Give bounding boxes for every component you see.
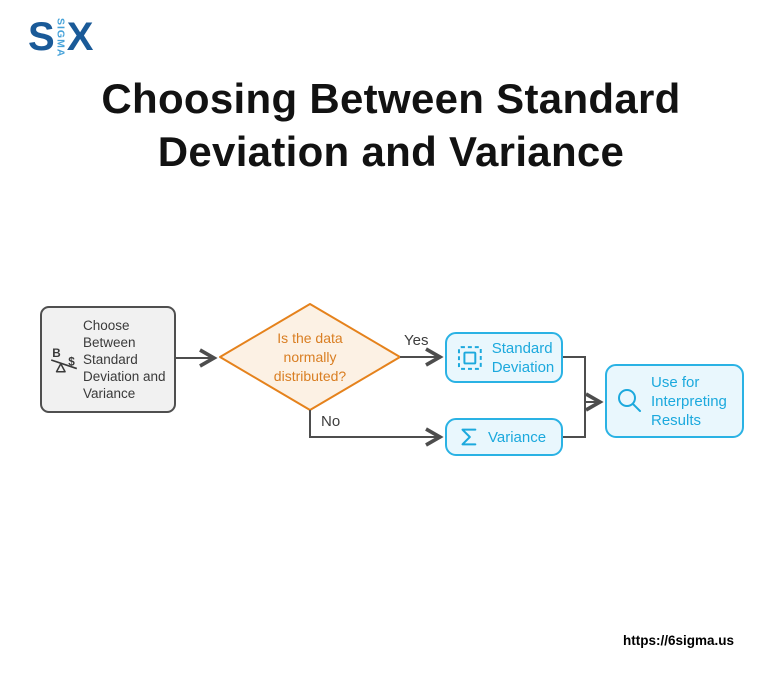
- six-sigma-logo: S SIGMA X: [28, 15, 94, 59]
- page-title-line-1: Choosing Between Standard: [101, 75, 681, 122]
- logo-letter-x: X: [66, 15, 94, 59]
- node-results-label: Use for Interpreting Results: [651, 373, 727, 429]
- sigma-icon: [461, 428, 477, 446]
- connector-merge-lines: [563, 356, 586, 438]
- page-title-line-2: Deviation and Variance: [157, 128, 625, 175]
- logo-letter-s: S: [28, 15, 55, 59]
- edge-label-no: No: [321, 413, 341, 430]
- node-variance-label: Variance: [488, 428, 547, 446]
- svg-text:B: B: [52, 346, 60, 359]
- magnifier-icon: [618, 389, 641, 412]
- site-url: https://6sigma.us: [622, 633, 734, 648]
- node-start: B $ Choose Between Standard Deviation an…: [40, 306, 176, 413]
- node-variance: Variance: [445, 418, 563, 456]
- logo-vertical-sigma-text: SIGMA: [54, 18, 67, 58]
- node-start-label: Choose Between Standard Deviation and Va…: [83, 318, 166, 401]
- page-title: Choosing Between Standard Deviation and …: [0, 72, 782, 178]
- node-standard-deviation-label: Standard Deviation: [491, 339, 555, 376]
- edge-label-yes: Yes: [404, 332, 429, 349]
- balance-seesaw-icon: B $: [50, 346, 78, 372]
- node-decision-label: Is the data normally distributed?: [273, 330, 347, 384]
- svg-text:$: $: [68, 355, 75, 368]
- dashed-square-icon: [457, 345, 482, 370]
- node-standard-deviation: Standard Deviation: [445, 332, 563, 383]
- node-results: Use for Interpreting Results: [605, 364, 744, 438]
